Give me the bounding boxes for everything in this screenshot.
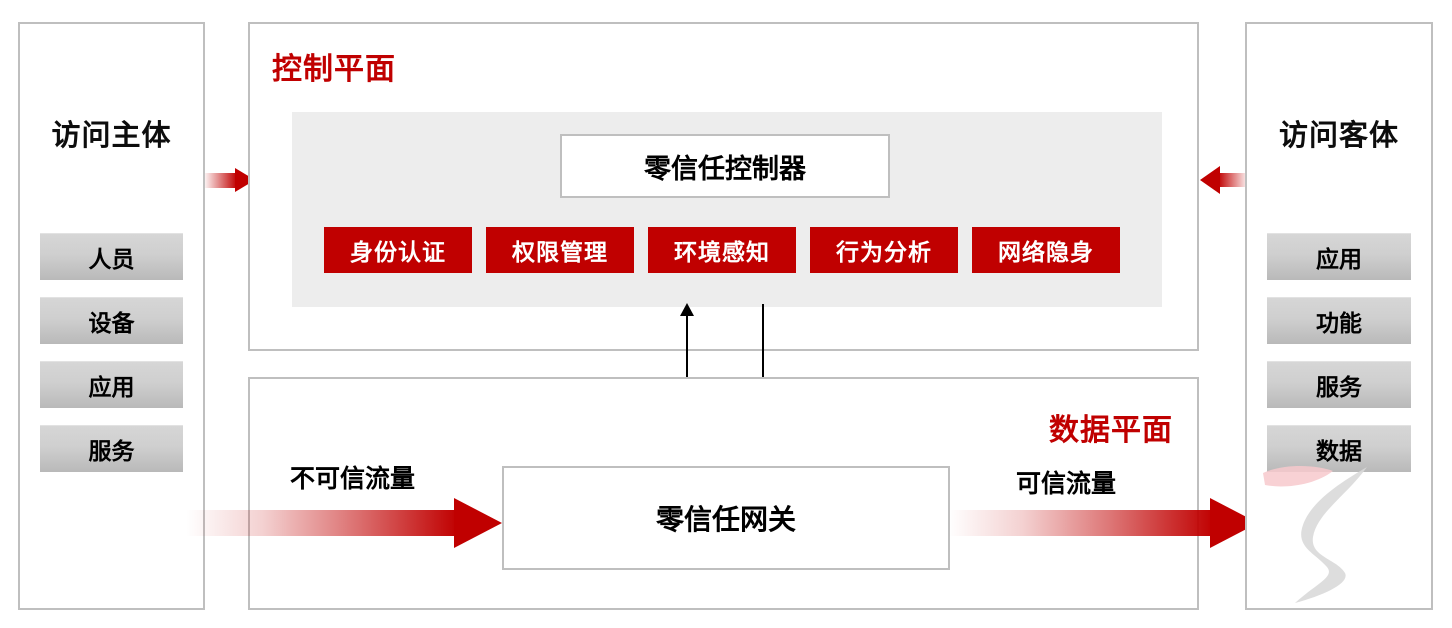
- access-subject-chip-list: 人员 设备 应用 服务: [40, 233, 183, 489]
- capability-identity-authentication[interactable]: 身份认证: [324, 227, 472, 273]
- arrow-head: [680, 303, 694, 316]
- arrow-shaft: [186, 510, 458, 536]
- subject-chip-service[interactable]: 服务: [40, 425, 183, 472]
- object-chip-function[interactable]: 功能: [1267, 297, 1411, 344]
- control-plane-inner-panel: 零信任控制器 身份认证 权限管理 环境感知 行为分析 网络隐身: [292, 112, 1162, 307]
- untrusted-traffic-label: 不可信流量: [290, 465, 416, 493]
- access-subject-panel: 访问主体 人员 设备 应用 服务: [18, 22, 205, 610]
- control-plane-title: 控制平面: [272, 53, 396, 86]
- capability-network-stealth[interactable]: 网络隐身: [972, 227, 1120, 273]
- access-object-chip-list: 应用 功能 服务 数据: [1267, 233, 1411, 489]
- capability-behavior-analysis[interactable]: 行为分析: [810, 227, 958, 273]
- untrusted-traffic-arrow-icon: [186, 498, 502, 548]
- capability-environment-awareness[interactable]: 环境感知: [648, 227, 796, 273]
- arrow-shaft: [948, 510, 1214, 536]
- arrow-shaft: [205, 173, 237, 188]
- control-plane-frame: 控制平面 零信任控制器 身份认证 权限管理 环境感知 行为分析 网络隐身: [248, 22, 1199, 351]
- data-plane-title: 数据平面: [1049, 414, 1173, 447]
- zero-trust-controller-box[interactable]: 零信任控制器: [560, 134, 890, 198]
- object-chip-data[interactable]: 数据: [1267, 425, 1411, 472]
- subject-chip-device[interactable]: 设备: [40, 297, 183, 344]
- trusted-traffic-label: 可信流量: [1016, 470, 1117, 498]
- control-capability-row: 身份认证 权限管理 环境感知 行为分析 网络隐身: [324, 227, 1120, 273]
- control-to-object-arrow-icon: [1200, 166, 1248, 194]
- data-plane-frame: 数据平面 零信任网关: [248, 377, 1199, 610]
- subject-chip-application[interactable]: 应用: [40, 361, 183, 408]
- access-subject-title: 访问主体: [51, 120, 172, 152]
- object-chip-service[interactable]: 服务: [1267, 361, 1411, 408]
- subject-chip-personnel[interactable]: 人员: [40, 233, 183, 280]
- zero-trust-gateway-box[interactable]: 零信任网关: [502, 466, 950, 570]
- arrow-head: [1200, 166, 1220, 194]
- object-chip-application[interactable]: 应用: [1267, 233, 1411, 280]
- arrow-shaft: [1218, 173, 1248, 187]
- trusted-traffic-arrow-icon: [948, 498, 1260, 548]
- arrow-head: [454, 498, 502, 548]
- capability-permission-management[interactable]: 权限管理: [486, 227, 634, 273]
- access-object-title: 访问客体: [1278, 120, 1399, 152]
- access-object-panel: 访问客体 应用 功能 服务 数据: [1245, 22, 1433, 610]
